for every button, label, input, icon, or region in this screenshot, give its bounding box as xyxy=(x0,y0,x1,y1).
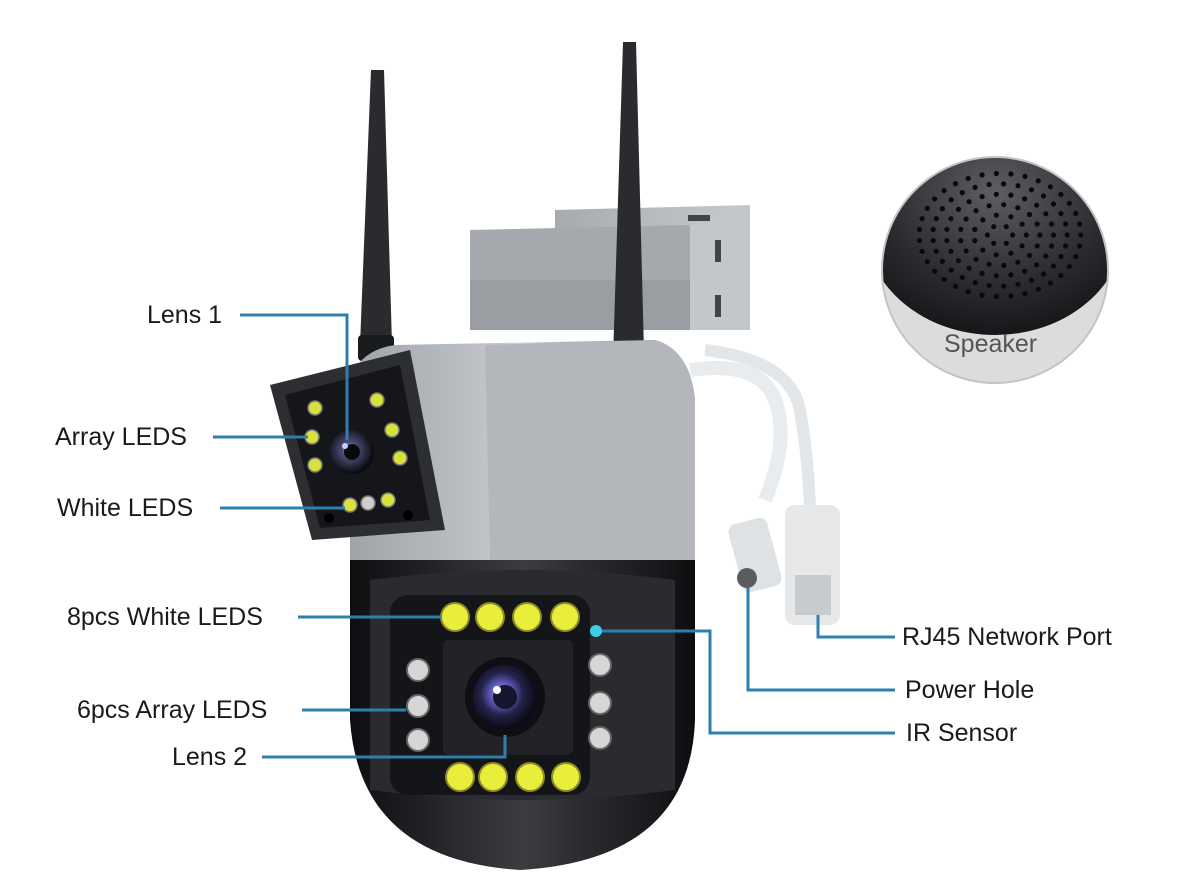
wall-bracket xyxy=(470,205,750,330)
power-plug xyxy=(728,517,782,593)
leader-ir-sensor xyxy=(602,629,895,735)
leader-lines xyxy=(213,313,895,759)
label-power-hole: Power Hole xyxy=(905,676,1035,704)
label-lens2: Lens 2 xyxy=(172,743,248,771)
label-array-leds: Array LEDS xyxy=(55,423,187,451)
antenna-left xyxy=(358,70,394,361)
leader-power-hole xyxy=(746,588,895,692)
label-ir-sensor: IR Sensor xyxy=(906,719,1018,747)
label-6pcs-array-leds: 6pcs Array LEDS xyxy=(77,696,268,724)
label-speaker: Speaker xyxy=(944,330,1038,358)
lower-dome xyxy=(350,560,695,870)
leader-rj45 xyxy=(816,615,895,639)
leader-lens1 xyxy=(240,313,349,440)
leader-lens2 xyxy=(262,735,507,759)
label-lens1: Lens 1 xyxy=(147,301,223,329)
rj45-connector xyxy=(785,505,840,625)
label-rj45: RJ45 Network Port xyxy=(902,623,1112,651)
cables xyxy=(689,344,840,625)
label-white-leds: White LEDS xyxy=(57,494,194,522)
label-8pcs-white-leds: 8pcs White LEDS xyxy=(67,603,263,631)
upper-camera-module xyxy=(270,350,445,540)
